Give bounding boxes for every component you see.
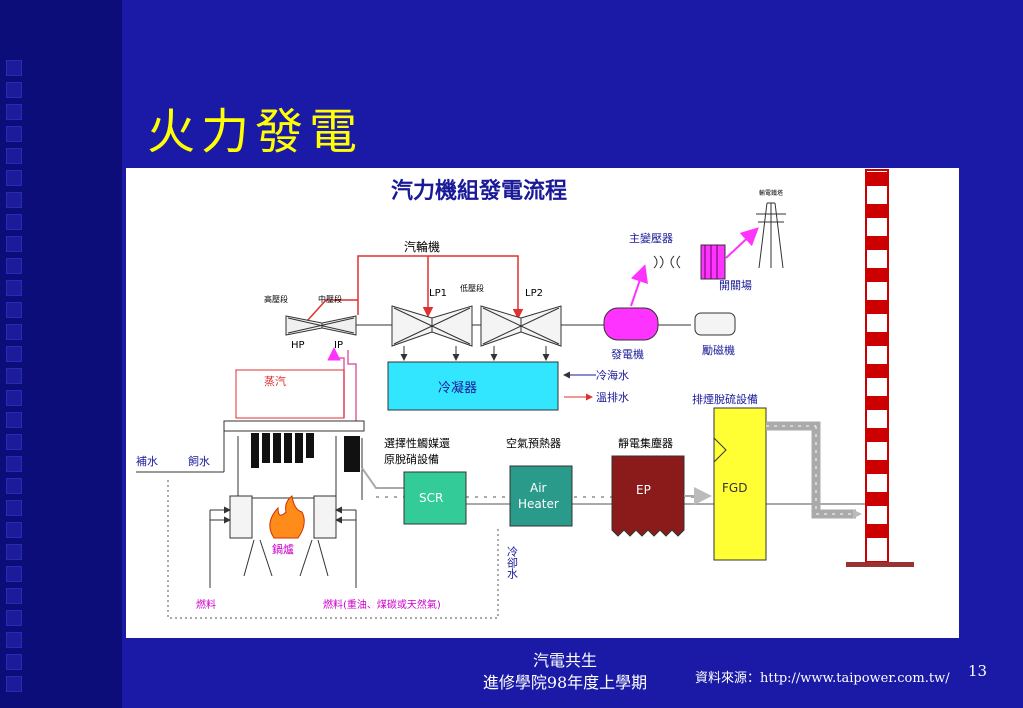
fgd-to-stack-duct (766, 421, 856, 519)
steam-line-hp (327, 347, 345, 418)
source-credit: 資料來源：http://www.taipower.com.tw/ (695, 671, 950, 686)
generator (603, 307, 659, 341)
ep-box (611, 455, 685, 537)
air-heater-box (509, 465, 573, 527)
diagram-panel: 汽力機組發電流程 汽輪機 高壓段 中壓段 HP IP 低壓段 LP1 LP2 冷… (126, 168, 959, 638)
transformer-coils (653, 255, 681, 269)
steam-line-ip (347, 350, 357, 423)
transmission-tower (756, 202, 786, 269)
main-transformer-label: 主變壓器 (629, 231, 673, 245)
boiler-tubes (251, 433, 360, 472)
boiler-flame (269, 495, 305, 539)
generator-to-transformer (630, 264, 648, 307)
condenser-label: 冷凝器 (438, 380, 477, 396)
left-stripe (0, 0, 122, 708)
fgd-box (713, 407, 767, 561)
steam-line-top (357, 255, 524, 320)
power-plant-diagram: 汽力機組發電流程 汽輪機 高壓段 中壓段 HP IP 低壓段 LP1 LP2 冷… (136, 169, 914, 619)
decorative-squares (6, 60, 28, 698)
page-number: 13 (968, 662, 988, 680)
lp-stage-label: 低壓段 (460, 283, 484, 293)
turbine-label: 汽輪機 (404, 239, 440, 254)
scr-desc-1: 選擇性觸媒還 (384, 436, 450, 450)
feed-water-label: 飼水 (188, 454, 210, 468)
air-heater-desc: 空氣預熱器 (506, 436, 561, 450)
ip-turbine (321, 315, 357, 336)
cold-sea-water-label: 冷海水 (596, 368, 629, 382)
ip-label: IP (334, 340, 343, 351)
air-heater-label-2: Heater (518, 497, 559, 511)
scr-box (403, 471, 467, 525)
lp1-label: LP1 (429, 288, 447, 299)
condenser (387, 361, 559, 411)
ip-stage-label: 中壓段 (318, 294, 342, 304)
slide-title: 火力發電 (147, 104, 364, 160)
boiler-drum (223, 420, 365, 432)
lp2-turbine (520, 305, 562, 347)
scr-desc-2: 原脫硝設備 (384, 452, 439, 466)
scr-label: SCR (419, 491, 443, 505)
hp-label: HP (291, 340, 305, 351)
makeup-water-label: 補水 (136, 455, 158, 468)
switchyard-label: 開關場 (719, 279, 752, 292)
chimney-stack (846, 169, 914, 567)
fuel-left-label: 燃料 (196, 598, 216, 611)
warm-discharge-label: 溫排水 (596, 390, 629, 404)
footer-line-1: 汽電共生 (532, 651, 597, 670)
fgd-label: FGD (722, 481, 747, 495)
exciter-label: 勵磁機 (702, 343, 735, 357)
lp2-label: LP2 (525, 288, 543, 299)
footer-center: 汽電共生 進修學院98年度上學期 (470, 650, 660, 694)
boiler-outline (237, 436, 337, 499)
boiler-label: 鍋爐 (272, 542, 294, 556)
hp-stage-label: 高壓段 (264, 294, 288, 304)
fgd-desc: 排煙脫硫設備 (692, 392, 758, 406)
generator-label: 發電機 (611, 347, 644, 361)
ep-label: EP (636, 483, 651, 497)
air-heater-label-1: Air (530, 481, 547, 495)
cooling-water-label: 冷卻水 (506, 546, 519, 579)
steam-label: 蒸汽 (264, 374, 286, 388)
footer-line-2: 進修學院98年度上學期 (482, 673, 648, 692)
diagram-title: 汽力機組發電流程 (391, 178, 567, 204)
reheat-loop (235, 369, 345, 419)
fuel-right-label: 燃料(重油、煤碳或天然氣) (323, 598, 441, 611)
tower-label: 輸電鐵塔 (759, 189, 783, 197)
ep-desc: 靜電集塵器 (618, 436, 673, 450)
exciter (694, 312, 736, 336)
